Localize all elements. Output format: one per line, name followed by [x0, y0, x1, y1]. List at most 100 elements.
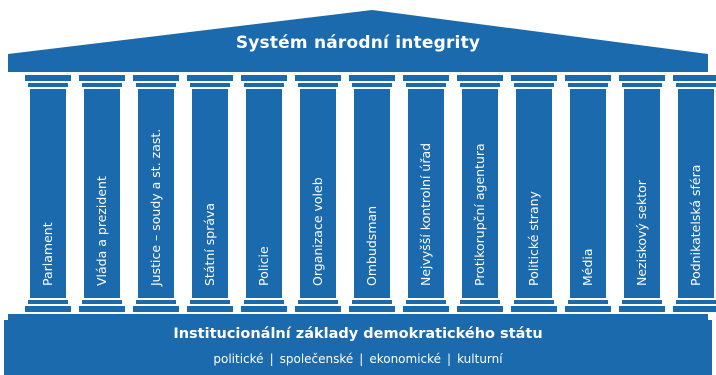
pillar-base — [241, 306, 287, 312]
pillar-shaft — [84, 89, 120, 298]
pillar-shaft — [30, 89, 66, 298]
pillar-label: Justice – soudy a st. zast. — [148, 128, 163, 286]
pillar — [511, 75, 557, 312]
pillar-capital-ring — [136, 83, 176, 87]
pillar — [79, 75, 125, 312]
pillar — [457, 75, 503, 312]
pillar-capital-ring — [190, 83, 230, 87]
pillar-shaft — [462, 89, 498, 298]
foundation-category: společenské — [279, 352, 354, 366]
pillar — [133, 75, 179, 312]
pillar — [25, 75, 71, 312]
pillar-capital-ring — [622, 83, 662, 87]
pillar-capital — [349, 75, 395, 81]
pillar-capital-ring — [352, 83, 392, 87]
pillar-label: Neziskový sektor — [634, 180, 649, 286]
pillar-base — [565, 306, 611, 312]
pillar — [349, 75, 395, 312]
pillar-capital — [673, 75, 716, 81]
pillar-capital — [187, 75, 233, 81]
pillar-base — [403, 306, 449, 312]
pillar-label: Organizace voleb — [310, 177, 325, 286]
pillar-label: Média — [580, 248, 595, 286]
foundation-category: kulturní — [457, 352, 503, 366]
pillar-base — [511, 306, 557, 312]
pillar-base-ring — [352, 300, 392, 304]
pillar-capital — [133, 75, 179, 81]
pillar-base-ring — [406, 300, 446, 304]
pillar-base-ring — [82, 300, 122, 304]
pillar-capital — [295, 75, 341, 81]
pillar — [673, 75, 716, 312]
pillar-capital — [457, 75, 503, 81]
pillar-capital — [565, 75, 611, 81]
pillar-label: Státní správa — [202, 202, 217, 286]
pillar — [295, 75, 341, 312]
pillar-shaft — [138, 89, 174, 298]
pillar-capital-ring — [676, 83, 716, 87]
pillar-capital — [241, 75, 287, 81]
pillar-base-ring — [514, 300, 554, 304]
pillar — [565, 75, 611, 312]
pillar-label: Parlament — [40, 222, 55, 286]
pillar-label: Vláda a prezident — [94, 176, 109, 286]
pillar — [187, 75, 233, 312]
foundation-category: politické — [213, 352, 264, 366]
pillar-base-ring — [568, 300, 608, 304]
pillar-capital-ring — [298, 83, 338, 87]
pillar-shaft — [570, 89, 606, 298]
pillar-base — [187, 306, 233, 312]
pillar-capital-ring — [514, 83, 554, 87]
pillar-capital-ring — [82, 83, 122, 87]
roof — [8, 10, 708, 54]
pillar-capital-ring — [460, 83, 500, 87]
pillar-base-ring — [190, 300, 230, 304]
base-step — [8, 314, 708, 320]
pillar-label: Nejvyšší kontrolní úřad — [418, 142, 433, 286]
pillar-label: Podnikatelská sféra — [688, 164, 703, 286]
pillar-base — [619, 306, 665, 312]
pillar-base-ring — [244, 300, 284, 304]
separator: | — [269, 352, 274, 366]
pillar-base-ring — [298, 300, 338, 304]
pillar-label: Protikorupční agentura — [472, 143, 487, 286]
pillar-base-ring — [622, 300, 662, 304]
pillar-shaft — [246, 89, 282, 298]
pillar-capital — [511, 75, 557, 81]
pillar-shaft — [678, 89, 714, 298]
foundation-title: Institucionální základy demokratického s… — [173, 326, 543, 342]
pillar-base-ring — [460, 300, 500, 304]
pillar-capital — [25, 75, 71, 81]
pillar-capital — [403, 75, 449, 81]
foundation — [4, 320, 712, 375]
pillar-shaft — [354, 89, 390, 298]
pillar-capital-ring — [568, 83, 608, 87]
pillar-shaft — [192, 89, 228, 298]
pillar — [403, 75, 449, 312]
pillar-capital — [79, 75, 125, 81]
separator: | — [359, 352, 364, 366]
pillar-shaft — [408, 89, 444, 298]
pillar-shaft — [300, 89, 336, 298]
roof-title: Systém národní integrity — [235, 33, 481, 53]
pillar-shaft — [516, 89, 552, 298]
pillar-label: Politické strany — [526, 191, 541, 286]
pillar-base-ring — [136, 300, 176, 304]
pillar-label: Ombudsman — [364, 205, 379, 286]
pillar-label: Policie — [256, 246, 271, 286]
pillar-shaft — [624, 89, 660, 298]
pillar — [241, 75, 287, 312]
foundation-categories: politické|společenské|ekonomické|kulturn… — [0, 352, 716, 366]
pillar-capital — [619, 75, 665, 81]
pillar-base-ring — [28, 300, 68, 304]
pillar-base — [349, 306, 395, 312]
entablature — [8, 66, 708, 72]
pillar — [619, 75, 665, 312]
pillar-capital-ring — [28, 83, 68, 87]
separator: | — [447, 352, 452, 366]
roof-band — [8, 54, 708, 66]
pillar-base — [673, 306, 716, 312]
pillar-capital-ring — [406, 83, 446, 87]
pillar-base — [79, 306, 125, 312]
